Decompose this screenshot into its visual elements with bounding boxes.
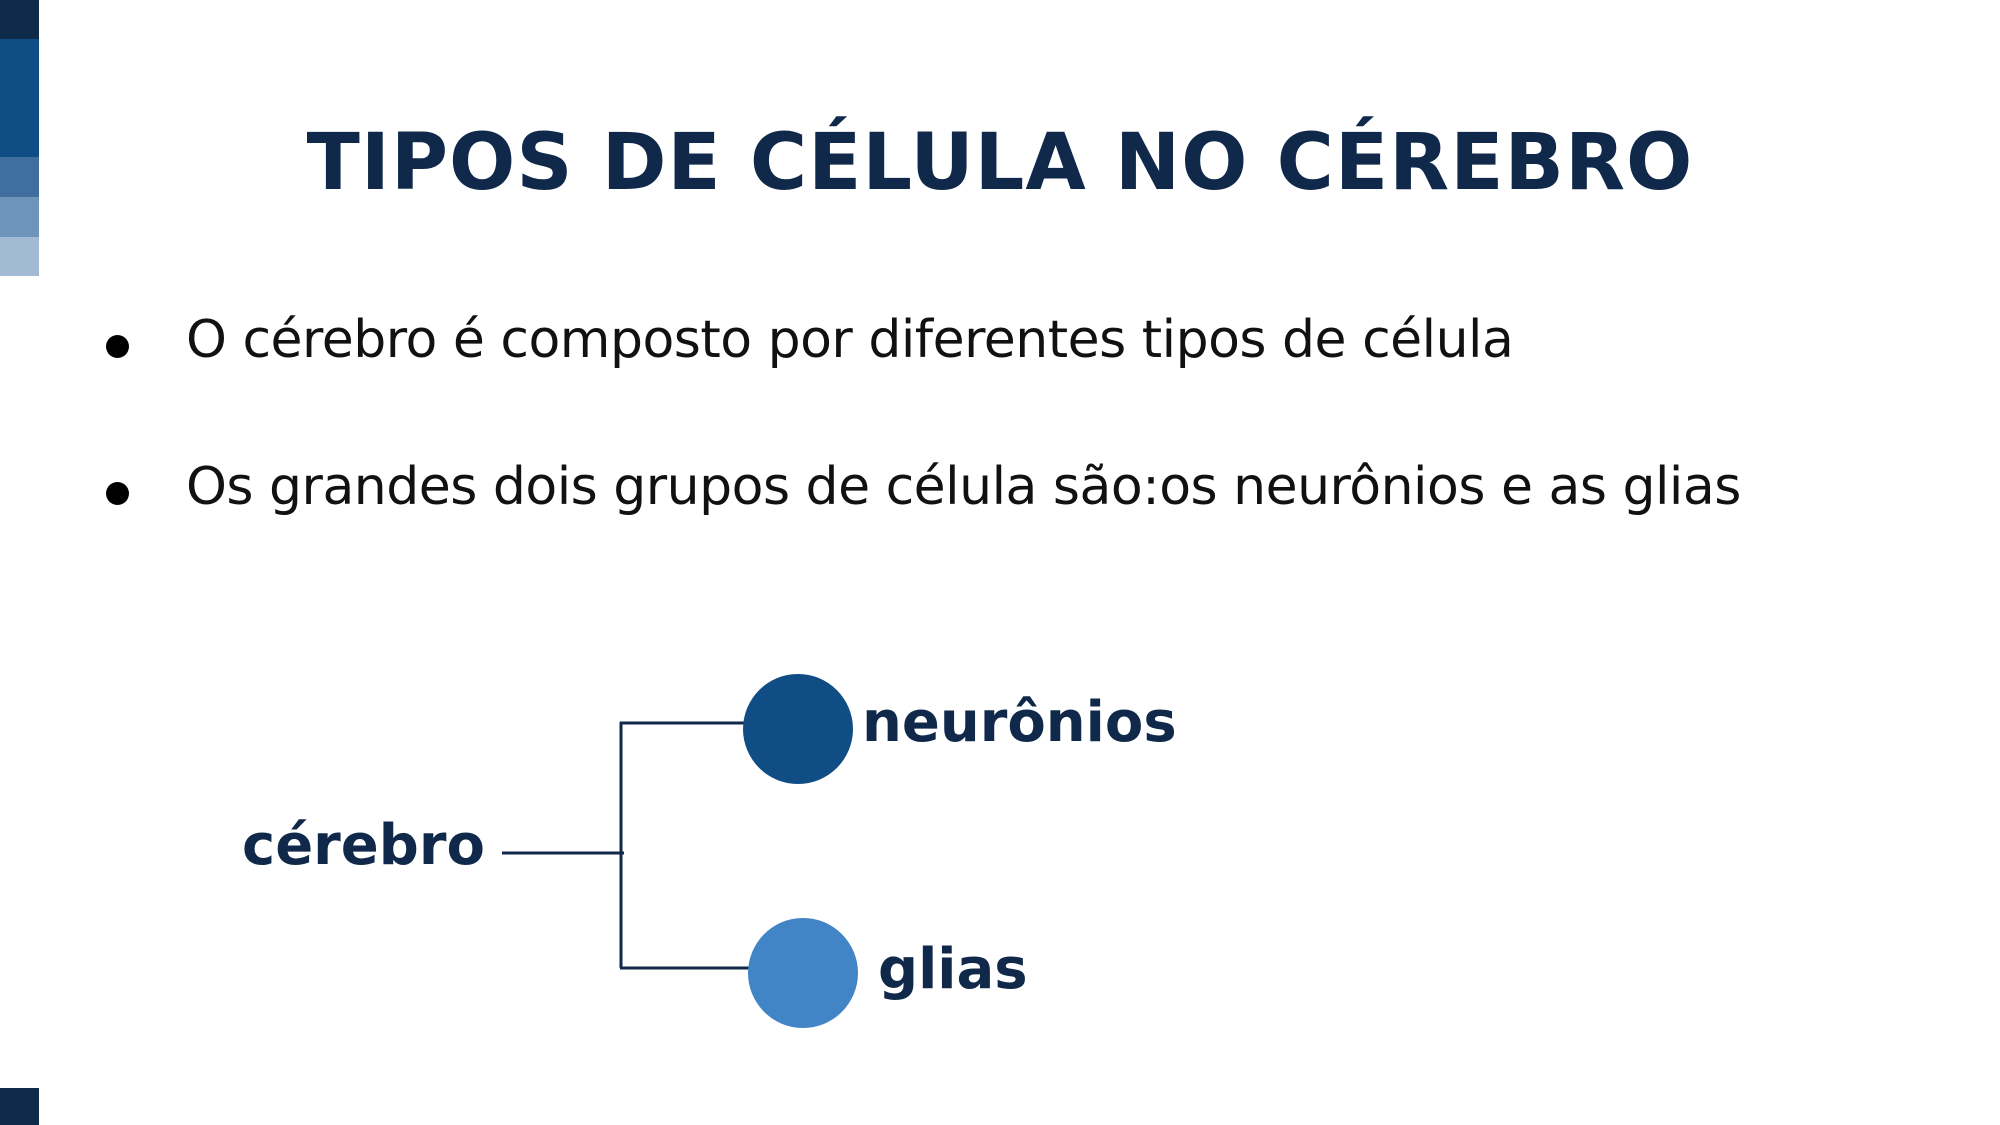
bullet-dot-icon	[106, 335, 129, 358]
glias-node-circle	[748, 918, 858, 1028]
bullet-dot-icon	[106, 482, 129, 505]
accent-block	[0, 237, 39, 276]
bullet-text: Os grandes dois grupos de célula são:os …	[186, 457, 1741, 517]
accent-block	[0, 197, 39, 237]
child-node-label-neuronios: neurônios	[862, 690, 1177, 755]
accent-block	[0, 1088, 39, 1125]
accent-block	[0, 157, 39, 197]
accent-block	[0, 39, 39, 157]
slide-title: TIPOS DE CÉLULA NO CÉREBRO	[306, 118, 1694, 208]
accent-block	[0, 0, 39, 39]
root-node-label: cérebro	[242, 813, 485, 878]
bullet-text: O cérebro é composto por diferentes tipo…	[186, 310, 1514, 370]
neuronios-node-circle	[743, 674, 853, 784]
child-node-label-glias: glias	[878, 937, 1028, 1002]
